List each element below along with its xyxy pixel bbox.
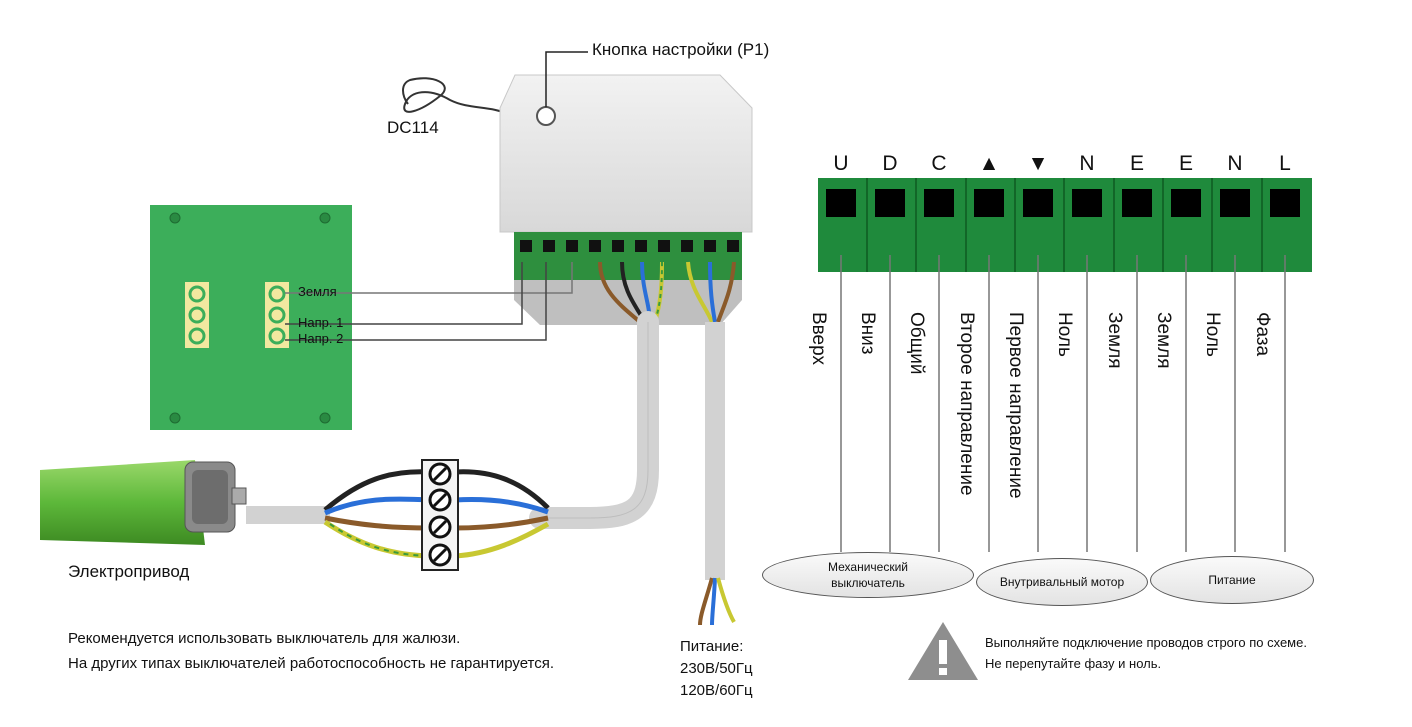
terminal-symbol-c: C [931, 152, 947, 175]
motor-cable [529, 311, 659, 529]
p1-button [536, 106, 556, 126]
terminal-name-earth1: Земля [1104, 312, 1125, 369]
terminal-name-phase: Фаза [1252, 312, 1273, 357]
dir1-line [285, 262, 523, 325]
power-230: 230В/50Гц [680, 660, 753, 677]
module-terminal-strip [514, 232, 742, 280]
relay-module [499, 74, 753, 233]
dir2-label: Напр. 2 [298, 331, 344, 346]
antenna-wire [402, 77, 511, 116]
tubular-motor [40, 460, 247, 545]
terminal-holes-right [826, 189, 1300, 217]
terminal-symbol-up: ▲ [978, 152, 1000, 175]
terminal-symbol-l: L [1279, 152, 1291, 175]
ground-label: Земля [298, 284, 337, 299]
terminal-block [421, 459, 459, 571]
power-120: 120В/60Гц [680, 682, 753, 699]
warning-line1: Выполняйте подключение проводов строго п… [985, 635, 1307, 650]
terminal-name-first-dir: Первое направление [1005, 312, 1026, 499]
group-mechanical-switch: Механический выключатель [762, 552, 974, 598]
dir2-line [285, 262, 547, 341]
terminal-name-neutral2: Ноль [1202, 312, 1223, 357]
dc114-label: DC114 [387, 118, 439, 137]
warning-icon [908, 622, 978, 680]
group-mechanical-switch-label: Механический выключатель [828, 560, 908, 590]
terminal-symbol-e2: E [1178, 152, 1193, 175]
warning-line2: Не перепутайте фазу и ноль. [985, 656, 1162, 671]
terminal-name-down: Вниз [857, 312, 878, 355]
terminal-name-up: Вверх [808, 312, 829, 365]
terminal-symbol-e1: E [1129, 152, 1144, 175]
terminal-symbol-n2: N [1227, 152, 1243, 175]
power-title: Питание: [680, 638, 744, 655]
group-power: Питание [1150, 556, 1314, 604]
terminal-symbol-n1: N [1079, 152, 1095, 175]
terminal-name-neutral1: Ноль [1054, 312, 1075, 357]
motor-label: Электропривод [68, 562, 190, 581]
group-tubular-motor-label: Внутривальный мотор [999, 575, 1125, 589]
terminal-symbol-d: D [882, 152, 898, 175]
recommend-line1: Рекомендуется использовать выключатель д… [68, 630, 461, 647]
terminal-name-second-dir: Второе направление [956, 312, 977, 496]
switch-terminal-right [265, 282, 289, 348]
terminal-leads [840, 255, 1286, 552]
group-power-label: Питание [1208, 573, 1256, 587]
p1-leader [545, 51, 588, 107]
module-terminal-holes [520, 240, 739, 252]
terminal-symbol-u: U [833, 152, 849, 175]
p1-button-label: Кнопка настройки (P1) [592, 40, 770, 59]
ground-line [285, 262, 573, 294]
terminal-symbol-down: ▼ [1027, 152, 1049, 175]
dir1-label: Напр. 1 [298, 315, 344, 330]
recommend-line2: На других типах выключателей работоспосо… [68, 655, 555, 672]
terminal-dividers [866, 178, 1263, 272]
switch-terminal-left [185, 282, 209, 348]
terminal-name-earth2: Земля [1153, 312, 1174, 369]
terminal-name-common: Общий [906, 312, 927, 375]
group-tubular-motor: Внутривальный мотор [976, 558, 1148, 606]
